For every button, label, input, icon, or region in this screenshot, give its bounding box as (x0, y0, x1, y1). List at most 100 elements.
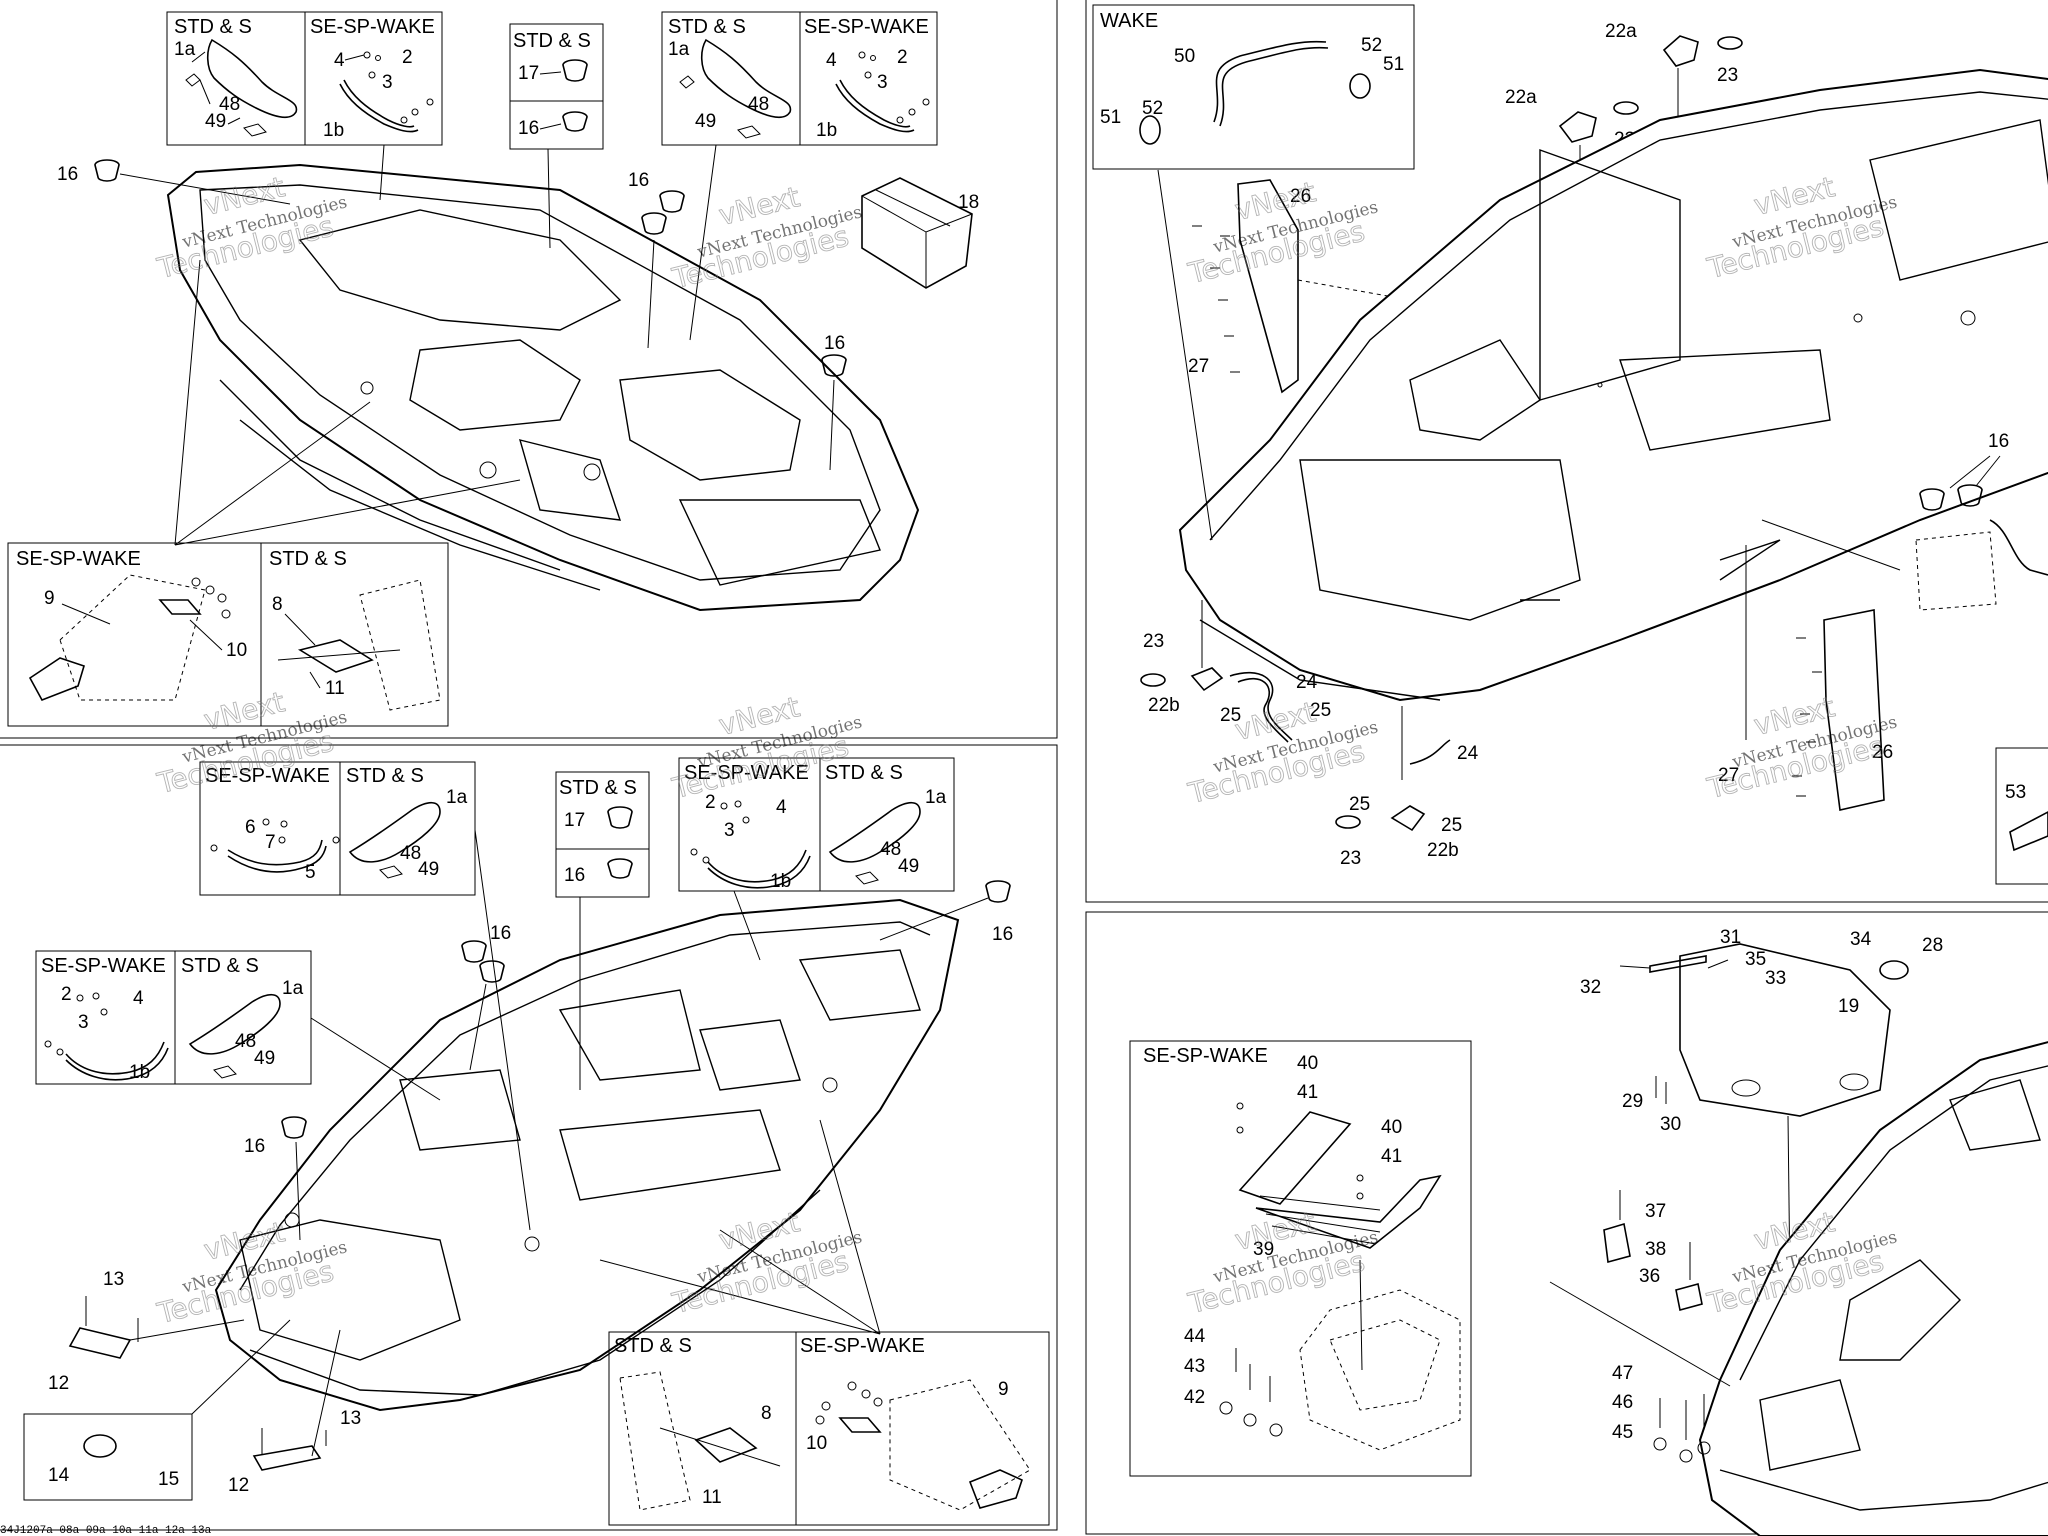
label-25: 25 (1349, 794, 1370, 815)
lid-assembly-33: 31 35 32 33 34 28 19 29 30 (1580, 927, 1943, 1287)
handle-kit-box-d: SE-SP-WAKE STD & S 2 4 3 1b 1a 48 49 (678, 757, 955, 892)
boat-hull-top-view-b (1178, 68, 2048, 702)
box-title-wake: WAKE (1100, 10, 1158, 32)
label-48: 48 (219, 94, 240, 115)
label-50: 50 (1174, 46, 1195, 67)
label-48: 48 (748, 94, 769, 115)
label-7: 7 (265, 832, 276, 853)
handle-kit-box-c: SE-SP-WAKE STD & S 6 7 5 1a 48 49 (199, 761, 476, 896)
label-16: 16 (824, 333, 845, 354)
label-22b: 22b (1427, 840, 1459, 861)
label-12: 12 (228, 1475, 249, 1496)
label-16: 16 (992, 924, 1013, 945)
label-24: 24 (1457, 743, 1479, 764)
label-1b: 1b (129, 1062, 150, 1083)
label-46: 46 (1612, 1392, 1633, 1413)
label-24: 24 (1296, 672, 1318, 693)
label-2: 2 (402, 47, 413, 68)
cooler-part-18: 18 (861, 177, 979, 289)
label-40: 40 (1381, 1117, 1402, 1138)
side-panel-26: 26 27 (1188, 179, 1411, 394)
label-48: 48 (235, 1031, 256, 1052)
label-17: 17 (518, 63, 539, 84)
label-6: 6 (245, 817, 256, 838)
label-25: 25 (1220, 705, 1241, 726)
label-41: 41 (1297, 1082, 1318, 1103)
cap-box-std-s: STD & S 17 16 (509, 23, 604, 150)
label-22a: 22a (1605, 21, 1637, 42)
label-48: 48 (880, 839, 901, 860)
label-12: 12 (48, 1373, 69, 1394)
label-16: 16 (57, 164, 78, 185)
bumper-box-sesp-std: SE-SP-WAKE STD & S 9 10 8 11 (7, 542, 449, 727)
label-49: 49 (695, 111, 716, 132)
label-42: 42 (1184, 1387, 1205, 1408)
label-41: 41 (1381, 1146, 1402, 1167)
label-23: 23 (1717, 65, 1738, 86)
box-title-std-s: STD & S (559, 777, 637, 799)
box-title-std-s: STD & S (346, 765, 424, 787)
hull-plate-parts: 13 12 14 15 13 12 (23, 1269, 361, 1501)
label-1b: 1b (323, 120, 344, 141)
label-33: 33 (1765, 968, 1786, 989)
boat-hull-top-view-c (214, 898, 960, 1412)
label-1a: 1a (668, 39, 690, 60)
hull-partial-right: 47 46 45 (1549, 1041, 2048, 1536)
handle-kit-box-a: STD & S SE-SP-WAKE 1a 48 49 4 2 3 1b (166, 11, 443, 146)
box-title-sesp-wake: SE-SP-WAKE (310, 16, 435, 38)
label-4: 4 (826, 50, 837, 71)
ladder-box-sesp-wake: SE-SP-WAKE 40 41 40 41 39 44 43 42 (1129, 1040, 1472, 1477)
label-3: 3 (78, 1012, 89, 1033)
cap-callouts-q1: 16 16 16 (57, 144, 847, 471)
label-48: 48 (400, 843, 421, 864)
label-16: 16 (1988, 431, 2009, 452)
label-9: 9 (998, 1379, 1009, 1400)
label-22a: 22a (1505, 87, 1537, 108)
label-31: 31 (1720, 927, 1741, 948)
label-22b: 22b (1148, 695, 1180, 716)
label-8: 8 (272, 594, 283, 615)
label-35: 35 (1745, 949, 1766, 970)
label-14: 14 (48, 1465, 70, 1486)
box-title-sesp-wake: SE-SP-WAKE (16, 548, 141, 570)
label-49: 49 (418, 859, 439, 880)
label-11: 11 (702, 1487, 722, 1508)
label-3: 3 (724, 820, 735, 841)
label-11: 11 (325, 678, 345, 699)
latch-parts-36-38: 37 38 36 (1603, 1190, 1703, 1311)
label-16: 16 (244, 1136, 265, 1157)
box-title-sesp-wake: SE-SP-WAKE (804, 16, 929, 38)
bumper-box-std-sesp-b: STD & S SE-SP-WAKE 8 11 9 10 (608, 1331, 1050, 1526)
label-13: 13 (103, 1269, 124, 1290)
label-4: 4 (776, 797, 787, 818)
label-28: 28 (1922, 935, 1943, 956)
label-27: 27 (1188, 356, 1209, 377)
label-26: 26 (1290, 186, 1311, 207)
label-44: 44 (1184, 1326, 1206, 1347)
label-1a: 1a (925, 787, 947, 808)
label-18: 18 (958, 192, 979, 213)
label-40: 40 (1297, 1053, 1318, 1074)
label-2: 2 (897, 47, 908, 68)
label-3: 3 (877, 72, 888, 93)
label-5: 5 (305, 862, 316, 883)
label-4: 4 (133, 988, 144, 1009)
label-45: 45 (1612, 1422, 1633, 1443)
label-23: 23 (1340, 848, 1361, 869)
cap-callouts-q3: 16 16 16 (244, 829, 1013, 1241)
label-10: 10 (226, 640, 247, 661)
box-title-std-s: STD & S (668, 16, 746, 38)
label-37: 37 (1645, 1201, 1666, 1222)
quadrant-1: STD & S SE-SP-WAKE 1a 48 49 4 2 3 1b STD… (7, 11, 979, 727)
label-39: 39 (1253, 1239, 1274, 1260)
label-49: 49 (254, 1048, 275, 1069)
box-title-sesp-wake: SE-SP-WAKE (684, 762, 809, 784)
quadrant-2: WAKE 50 52 51 51 52 22a 23 22a 23 (1092, 4, 2048, 885)
label-29: 29 (1622, 1091, 1643, 1112)
label-13: 13 (340, 1408, 361, 1429)
drawing-code: 34J1207a-08a-09a-10a-11a-12a-13a (0, 1525, 212, 1536)
label-1a: 1a (174, 39, 196, 60)
label-32: 32 (1580, 977, 1601, 998)
label-34: 34 (1850, 929, 1872, 950)
